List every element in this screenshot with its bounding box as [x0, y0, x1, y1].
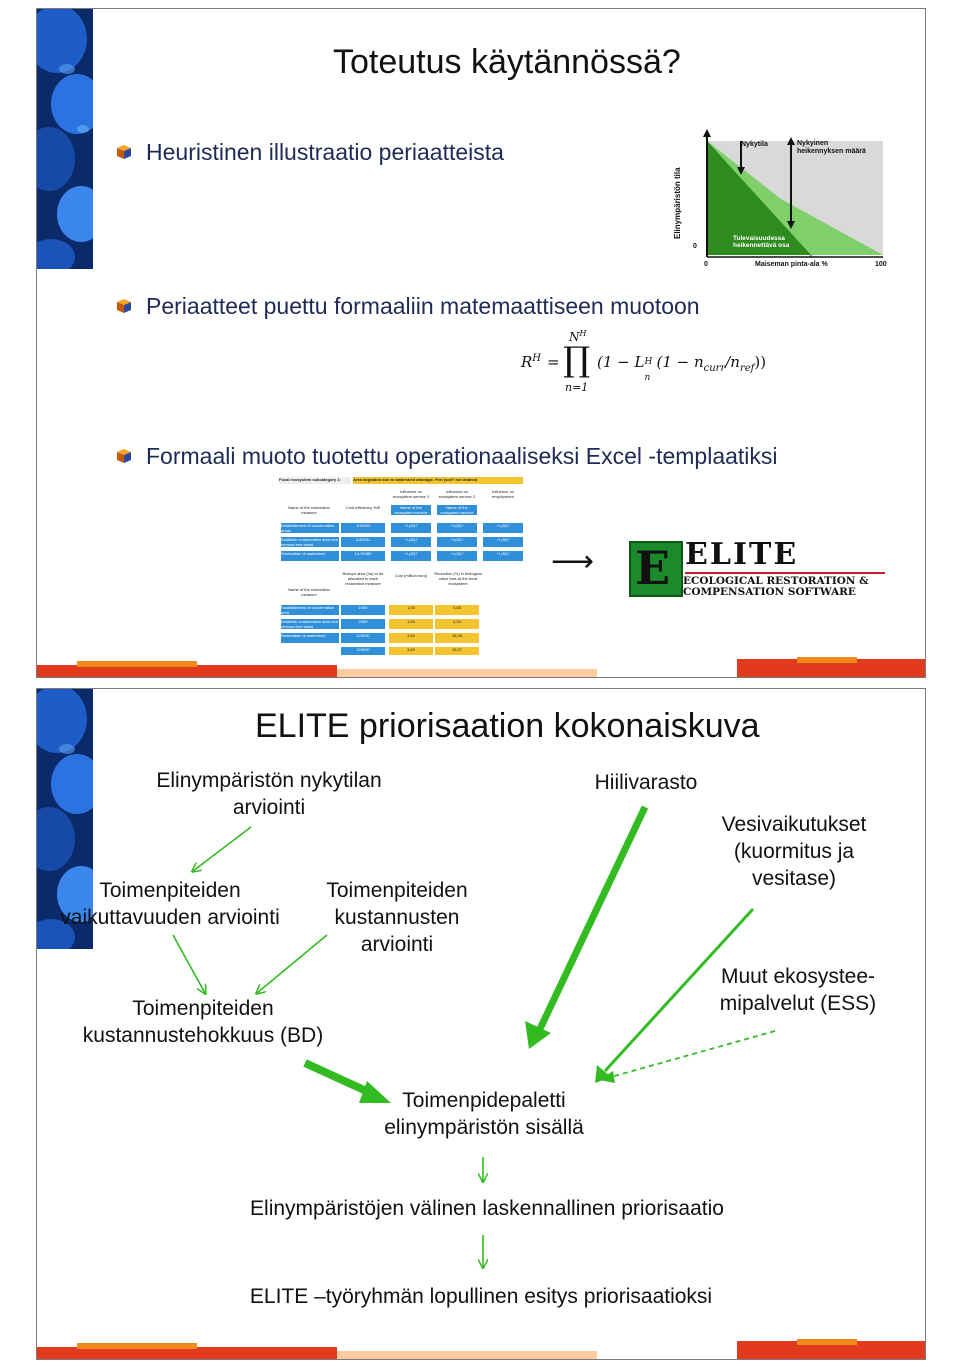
excel-template-image: Focal ecosystem subcategory 1: Area degr…	[279, 477, 525, 653]
bullet-cube-icon	[116, 448, 132, 464]
bullet-excel: Formaali muoto tuotettu operationaalisek…	[146, 443, 778, 470]
node-carbon: Hiilivarasto	[581, 769, 711, 796]
node-between-habitats: Elinympäristöjen välinen laskennallinen …	[187, 1195, 787, 1222]
node-costs: Toimenpiteiden kustannusten arviointi	[315, 877, 479, 958]
bullet-text: Formaali muoto tuotettu operationaalisek…	[146, 443, 778, 469]
slide-2: ELITE priorisaation kokonaiskuva Elinymp…	[36, 688, 926, 1360]
excel-row: Establishment of conservation area 1000 …	[279, 605, 525, 615]
node-effectiveness: Toimenpiteiden vaikuttavuuden arviointi	[49, 877, 291, 931]
node-palette: Toimenpidepaletti elinympäristön sisällä	[369, 1087, 599, 1141]
node-ess: Muut ekosystee-mipalvelut (ESS)	[709, 963, 887, 1017]
excel-row: Establish conservation area and remove t…	[279, 619, 525, 629]
graph-label-current: Nykytila	[741, 141, 768, 148]
graph-x-start: 0	[704, 261, 708, 268]
bullet-cube-icon	[116, 144, 132, 160]
excel-row: Establish conservation area and remove t…	[279, 537, 525, 547]
bullet-text: Heuristinen illustraatio periaatteista	[146, 139, 504, 165]
logo-letter: E	[635, 541, 670, 595]
slide-title: Toteutus käytännössä?	[333, 43, 681, 82]
node-water: Vesivaikutukset (kuormitus ja vesitase)	[709, 811, 879, 892]
excel-row: Restoration of watershed 14,90489 +/-(8/…	[279, 551, 525, 561]
excel-row: Establishment of conservation areas -915…	[279, 523, 525, 533]
bullet-formal: Periaatteet puettu formaaliin matemaatti…	[146, 293, 700, 320]
graph-x-label: Maiseman pinta-ala %	[755, 261, 828, 268]
footer-bar	[37, 1337, 925, 1359]
graph-y-zero: 0	[693, 243, 697, 250]
footer-bar	[37, 655, 925, 677]
graph-label-loss: Nykyinen heikennyksen määrä	[797, 140, 867, 156]
decorative-stones-image	[37, 9, 93, 269]
elite-logo: E ELITE ECOLOGICAL RESTORATION & COMPENS…	[629, 539, 893, 599]
node-current-state: Elinympäristön nykytilan arviointi	[141, 767, 397, 821]
node-final-proposal: ELITE –työryhmän lopullinen esitys prior…	[187, 1283, 775, 1310]
bullet-text: Periaatteet puettu formaaliin matemaatti…	[146, 293, 700, 319]
logo-line-2: COMPENSATION SOFTWARE	[683, 586, 856, 598]
slide-1: Toteutus käytännössä? Heuristinen illust…	[36, 8, 926, 678]
excel-row: Restoration of watershed 120000 3,60 18,…	[279, 633, 525, 643]
bullet-cube-icon	[116, 298, 132, 314]
node-cost-efficiency: Toimenpiteiden kustannustehokkuus (BD)	[53, 995, 353, 1049]
right-arrow-icon: ⟶	[551, 547, 594, 577]
graph-label-future: Tulevaisuudessa heikennettävä osa	[733, 235, 803, 249]
logo-name: ELITE	[685, 539, 798, 571]
graph-y-label: Elinympäristön tila	[673, 159, 691, 239]
graph-x-end: 100	[875, 261, 887, 268]
bullet-heuristic: Heuristinen illustraatio periaatteista	[146, 139, 504, 166]
